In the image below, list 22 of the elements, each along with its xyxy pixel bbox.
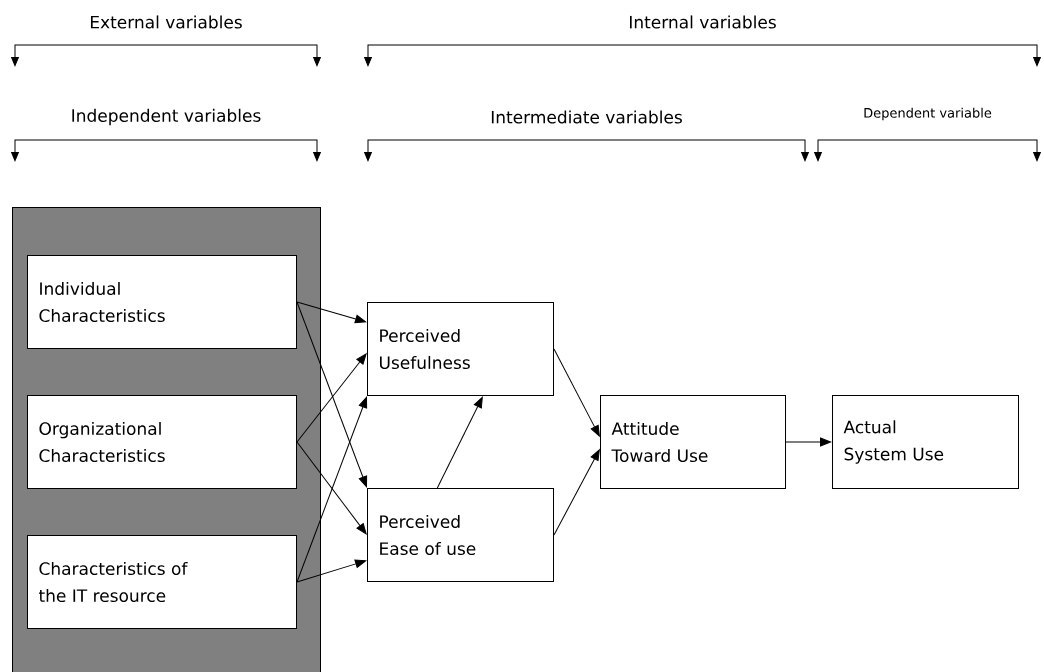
arrow	[296, 353, 367, 443]
arrow	[296, 441, 367, 535]
text-box: Characteristics of the IT resource	[27, 535, 297, 629]
arrow	[553, 449, 600, 536]
bracket-label: Intermediate variables	[491, 110, 682, 124]
text-box: Organizational Characteristics	[27, 395, 297, 489]
arrow	[436, 396, 483, 489]
arrow	[553, 348, 600, 437]
bracket-label: External variables	[91, 15, 242, 29]
arrow	[296, 301, 367, 324]
text-box: Attitude Toward Use	[600, 395, 786, 489]
text-box: Individual Characteristics	[27, 255, 297, 349]
arrow	[296, 396, 368, 583]
bracket-label: Dependent variable	[864, 107, 992, 121]
text-box: Perceived Ease of use	[367, 488, 554, 582]
text-box: Actual System Use	[832, 395, 1019, 489]
bracket-label: Independent variables	[72, 108, 261, 126]
arrow	[296, 559, 367, 583]
arrow	[785, 437, 832, 447]
bracket-label: Internal variables	[630, 15, 776, 29]
text-box: Perceived Usefulness	[367, 302, 554, 396]
arrow	[296, 301, 368, 488]
